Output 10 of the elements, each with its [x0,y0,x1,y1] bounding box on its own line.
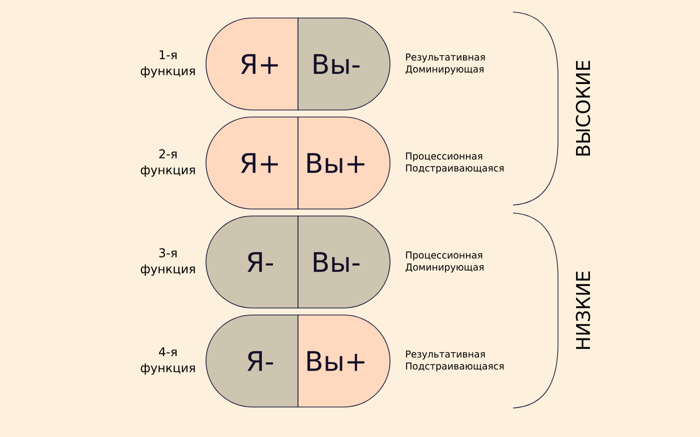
type-label: Процессионная Доминирующая [406,252,484,272]
group-label: ВЫСОКИЕ [576,60,590,156]
function-label: 2-я функция [140,149,195,177]
type-label: Процессионная Подстраивающаяся [406,152,504,174]
function-label: 4-я функция [140,347,195,375]
type-label: Результативная Доминирующая [406,54,485,74]
function-label: 1-я функция [140,50,195,78]
function-label: 3-я функция [140,248,195,276]
group-label: НИЗКИЕ [576,272,590,349]
type-label: Результативная Подстраивающаяся [406,350,504,372]
